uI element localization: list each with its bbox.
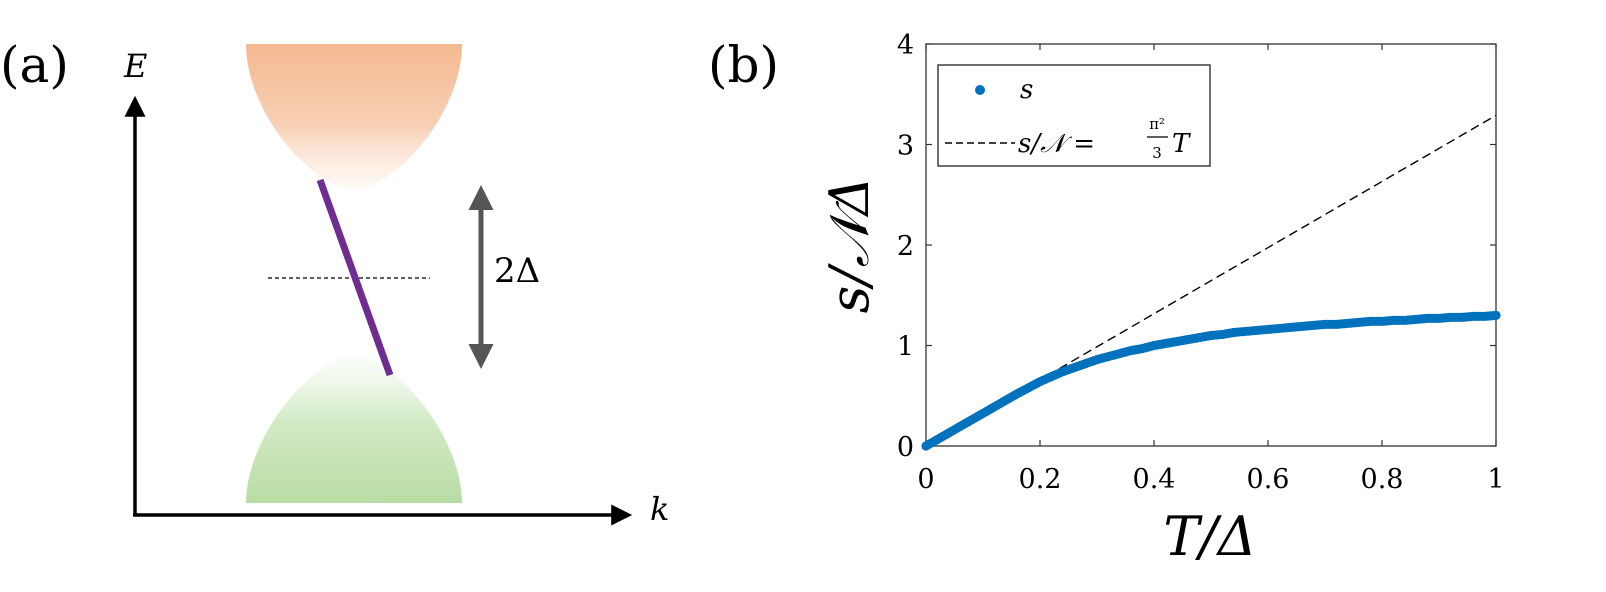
valence-band <box>246 356 462 503</box>
axis-ticks: 0 0.2 0.4 0.6 0.8 1 0 1 2 3 4 <box>897 30 1505 495</box>
x-tick-label: 1 <box>1487 464 1504 495</box>
edge-state-line <box>316 178 394 377</box>
x-tick-label: 0.6 <box>1247 464 1290 495</box>
entropy-dots-layer <box>921 310 1501 451</box>
x-tick-label: 0.8 <box>1361 464 1404 495</box>
momentum-axis-label: k <box>650 490 669 528</box>
legend-box <box>937 64 1211 167</box>
y-tick-label: 2 <box>897 231 914 262</box>
entropy-data-point <box>1491 310 1501 320</box>
y-axis-label: s/𝒩Δ <box>818 177 881 314</box>
x-tick-label: 0.2 <box>1019 464 1062 495</box>
y-tick-label: 1 <box>897 332 914 363</box>
panel-a-label: (a) <box>0 36 69 94</box>
conduction-band <box>246 44 462 190</box>
y-tick-label: 3 <box>897 131 914 162</box>
x-axis-label: T/Δ <box>1163 505 1256 568</box>
y-tick-label: 0 <box>897 432 914 463</box>
legend-entry-linear-prefix: s/𝒩 = <box>1018 129 1095 159</box>
legend-dot-marker <box>975 85 985 95</box>
x-tick-label: 0 <box>917 464 934 495</box>
x-tick-label: 0.4 <box>1133 464 1176 495</box>
reference-line-layer <box>925 114 1497 447</box>
reference-line-pi2-over-3-t <box>925 114 1497 447</box>
energy-axis-label: E <box>123 47 147 85</box>
gap-label: 2Δ <box>494 251 540 291</box>
panel-a: (a) E k 2Δ <box>0 36 669 528</box>
plot-area: 0 0.2 0.4 0.6 0.8 1 0 1 2 3 4 <box>897 30 1505 495</box>
legend-frac-denominator: 3 <box>1152 144 1162 162</box>
legend: s s/𝒩 = π² 3 T <box>937 64 1211 167</box>
legend-frac-numerator: π² <box>1149 115 1165 133</box>
legend-entry-s: s <box>1020 75 1033 105</box>
y-tick-label: 4 <box>897 30 914 61</box>
panel-b: (b) 0 0.2 0.4 0.6 0.8 1 0 1 2 3 4 T/Δ s/𝒩Δ s s/𝒩 =… <box>708 30 1505 568</box>
panel-b-label: (b) <box>708 36 779 94</box>
legend-entry-linear-suffix: T <box>1172 129 1191 159</box>
